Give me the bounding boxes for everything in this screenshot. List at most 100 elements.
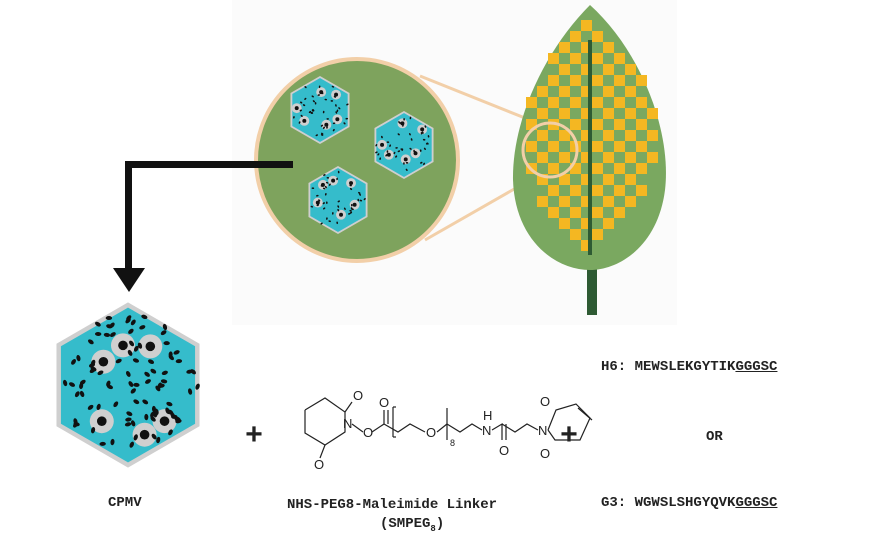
lysine-residue: [129, 340, 135, 347]
arrow-icon: [113, 161, 293, 292]
nanoparticle-square: [570, 229, 581, 240]
smpeg8-structure: [304, 397, 593, 459]
lysine-residue: [300, 114, 303, 117]
lysine-residue: [293, 116, 295, 119]
lysine-residue: [302, 104, 306, 107]
nanoparticle-square: [548, 75, 559, 86]
lysine-residue: [351, 208, 354, 211]
capsid-pore: [420, 127, 425, 132]
peptide-g3: G3: WGWSLSHGYQVKGGGSC: [601, 495, 777, 511]
cpmv-label: CPMV: [108, 495, 142, 511]
capsid-pore: [302, 118, 307, 123]
lysine-residue: [320, 222, 323, 225]
nanoparticle-square: [537, 86, 548, 97]
lysine-residue: [133, 399, 140, 405]
lysine-residue: [379, 157, 382, 160]
lysine-residue: [109, 322, 115, 328]
lysine-residue: [331, 85, 335, 88]
lysine-residue: [168, 351, 173, 358]
nanoparticle-square: [614, 75, 625, 86]
lysine-residue: [154, 408, 159, 415]
lysine-residue: [328, 220, 331, 223]
lysine-residue: [130, 388, 136, 394]
atom-label: 8: [450, 438, 455, 448]
lysine-residue: [324, 98, 328, 101]
lysine-residue: [332, 128, 335, 132]
lysine-residue: [156, 436, 161, 444]
nanoparticle-square: [636, 97, 647, 108]
inset-virus-particles: [290, 75, 434, 235]
lysine-residue: [308, 110, 312, 114]
lysine-residue: [73, 418, 78, 425]
nanoparticle-square: [636, 141, 647, 152]
nanoparticle-square: [581, 64, 592, 75]
lysine-residue: [71, 359, 76, 365]
nanoparticle-square: [570, 185, 581, 196]
lysine-residue: [79, 379, 86, 385]
lysine-residue: [324, 193, 327, 196]
nanoparticle-square: [603, 152, 614, 163]
lysine-residue: [130, 420, 136, 427]
lysine-residue: [347, 212, 351, 215]
lysine-residue: [346, 103, 349, 106]
lysine-residue: [175, 419, 182, 424]
lysine-residue: [317, 94, 321, 96]
nanoparticle-square: [570, 75, 581, 86]
nanoparticle-square: [603, 130, 614, 141]
lysine-residue: [326, 217, 328, 220]
linker-name: NHS-PEG8-Maleimide Linker: [287, 497, 498, 513]
atom-label: N: [538, 423, 547, 438]
lysine-residue: [133, 434, 138, 441]
capsid-pore: [380, 142, 385, 147]
lysine-residue: [299, 109, 302, 112]
lysine-residue: [395, 147, 398, 149]
lysine-residue: [128, 381, 134, 387]
lysine-residue: [87, 339, 94, 345]
lysine-residue: [400, 148, 403, 151]
nanoparticle-square: [625, 86, 636, 97]
nanoparticle-square: [625, 64, 636, 75]
leaf-illustration: [512, 5, 666, 315]
lysine-residue: [125, 417, 132, 422]
capsid-pore: [334, 92, 339, 97]
lysine-residue: [133, 382, 140, 387]
lysine-residue: [338, 107, 341, 110]
nanoparticle-square: [559, 86, 570, 97]
lysine-residue: [188, 388, 193, 395]
nanoparticle-square: [614, 97, 625, 108]
peptide-id: H6:: [601, 359, 635, 375]
lysine-residue: [113, 401, 119, 408]
atom-label: N: [343, 416, 352, 431]
linker-abbrev: (SMPEG8): [380, 516, 444, 534]
lysine-residue: [90, 427, 96, 434]
structure-atom-labels: O N O O O O 8 N H O N O O: [314, 388, 550, 472]
lysine-residue: [150, 416, 156, 422]
lysine-residue: [151, 433, 157, 440]
capsid-pore: [335, 117, 340, 122]
nanoparticle-square: [603, 86, 614, 97]
lysine-residue: [422, 138, 426, 141]
lysine-residue: [375, 144, 378, 147]
lysine-residue: [326, 126, 328, 129]
nanoparticle-square: [647, 152, 658, 163]
nanoparticle-square: [559, 64, 570, 75]
atom-label: O: [363, 425, 373, 440]
lysine-residue: [395, 155, 398, 158]
nanoparticle-square: [548, 53, 559, 64]
lysine-residue: [311, 95, 314, 98]
nanoparticle-square: [548, 163, 559, 174]
lysine-residue: [128, 328, 134, 334]
nanoparticle-square: [548, 207, 559, 218]
lysine-residue: [318, 199, 321, 202]
nanoparticle-square: [548, 97, 559, 108]
lysine-residue: [350, 203, 353, 207]
lysine-residue: [426, 142, 429, 145]
lysine-residue: [63, 379, 68, 387]
capsid-pore: [324, 122, 329, 127]
zoom-region-circle: [521, 121, 579, 179]
lysine-residue: [321, 91, 324, 95]
lysine-residue: [322, 126, 325, 129]
lysine-residue: [330, 100, 334, 102]
capsid-pore: [98, 356, 109, 367]
lysine-residue: [175, 359, 183, 364]
